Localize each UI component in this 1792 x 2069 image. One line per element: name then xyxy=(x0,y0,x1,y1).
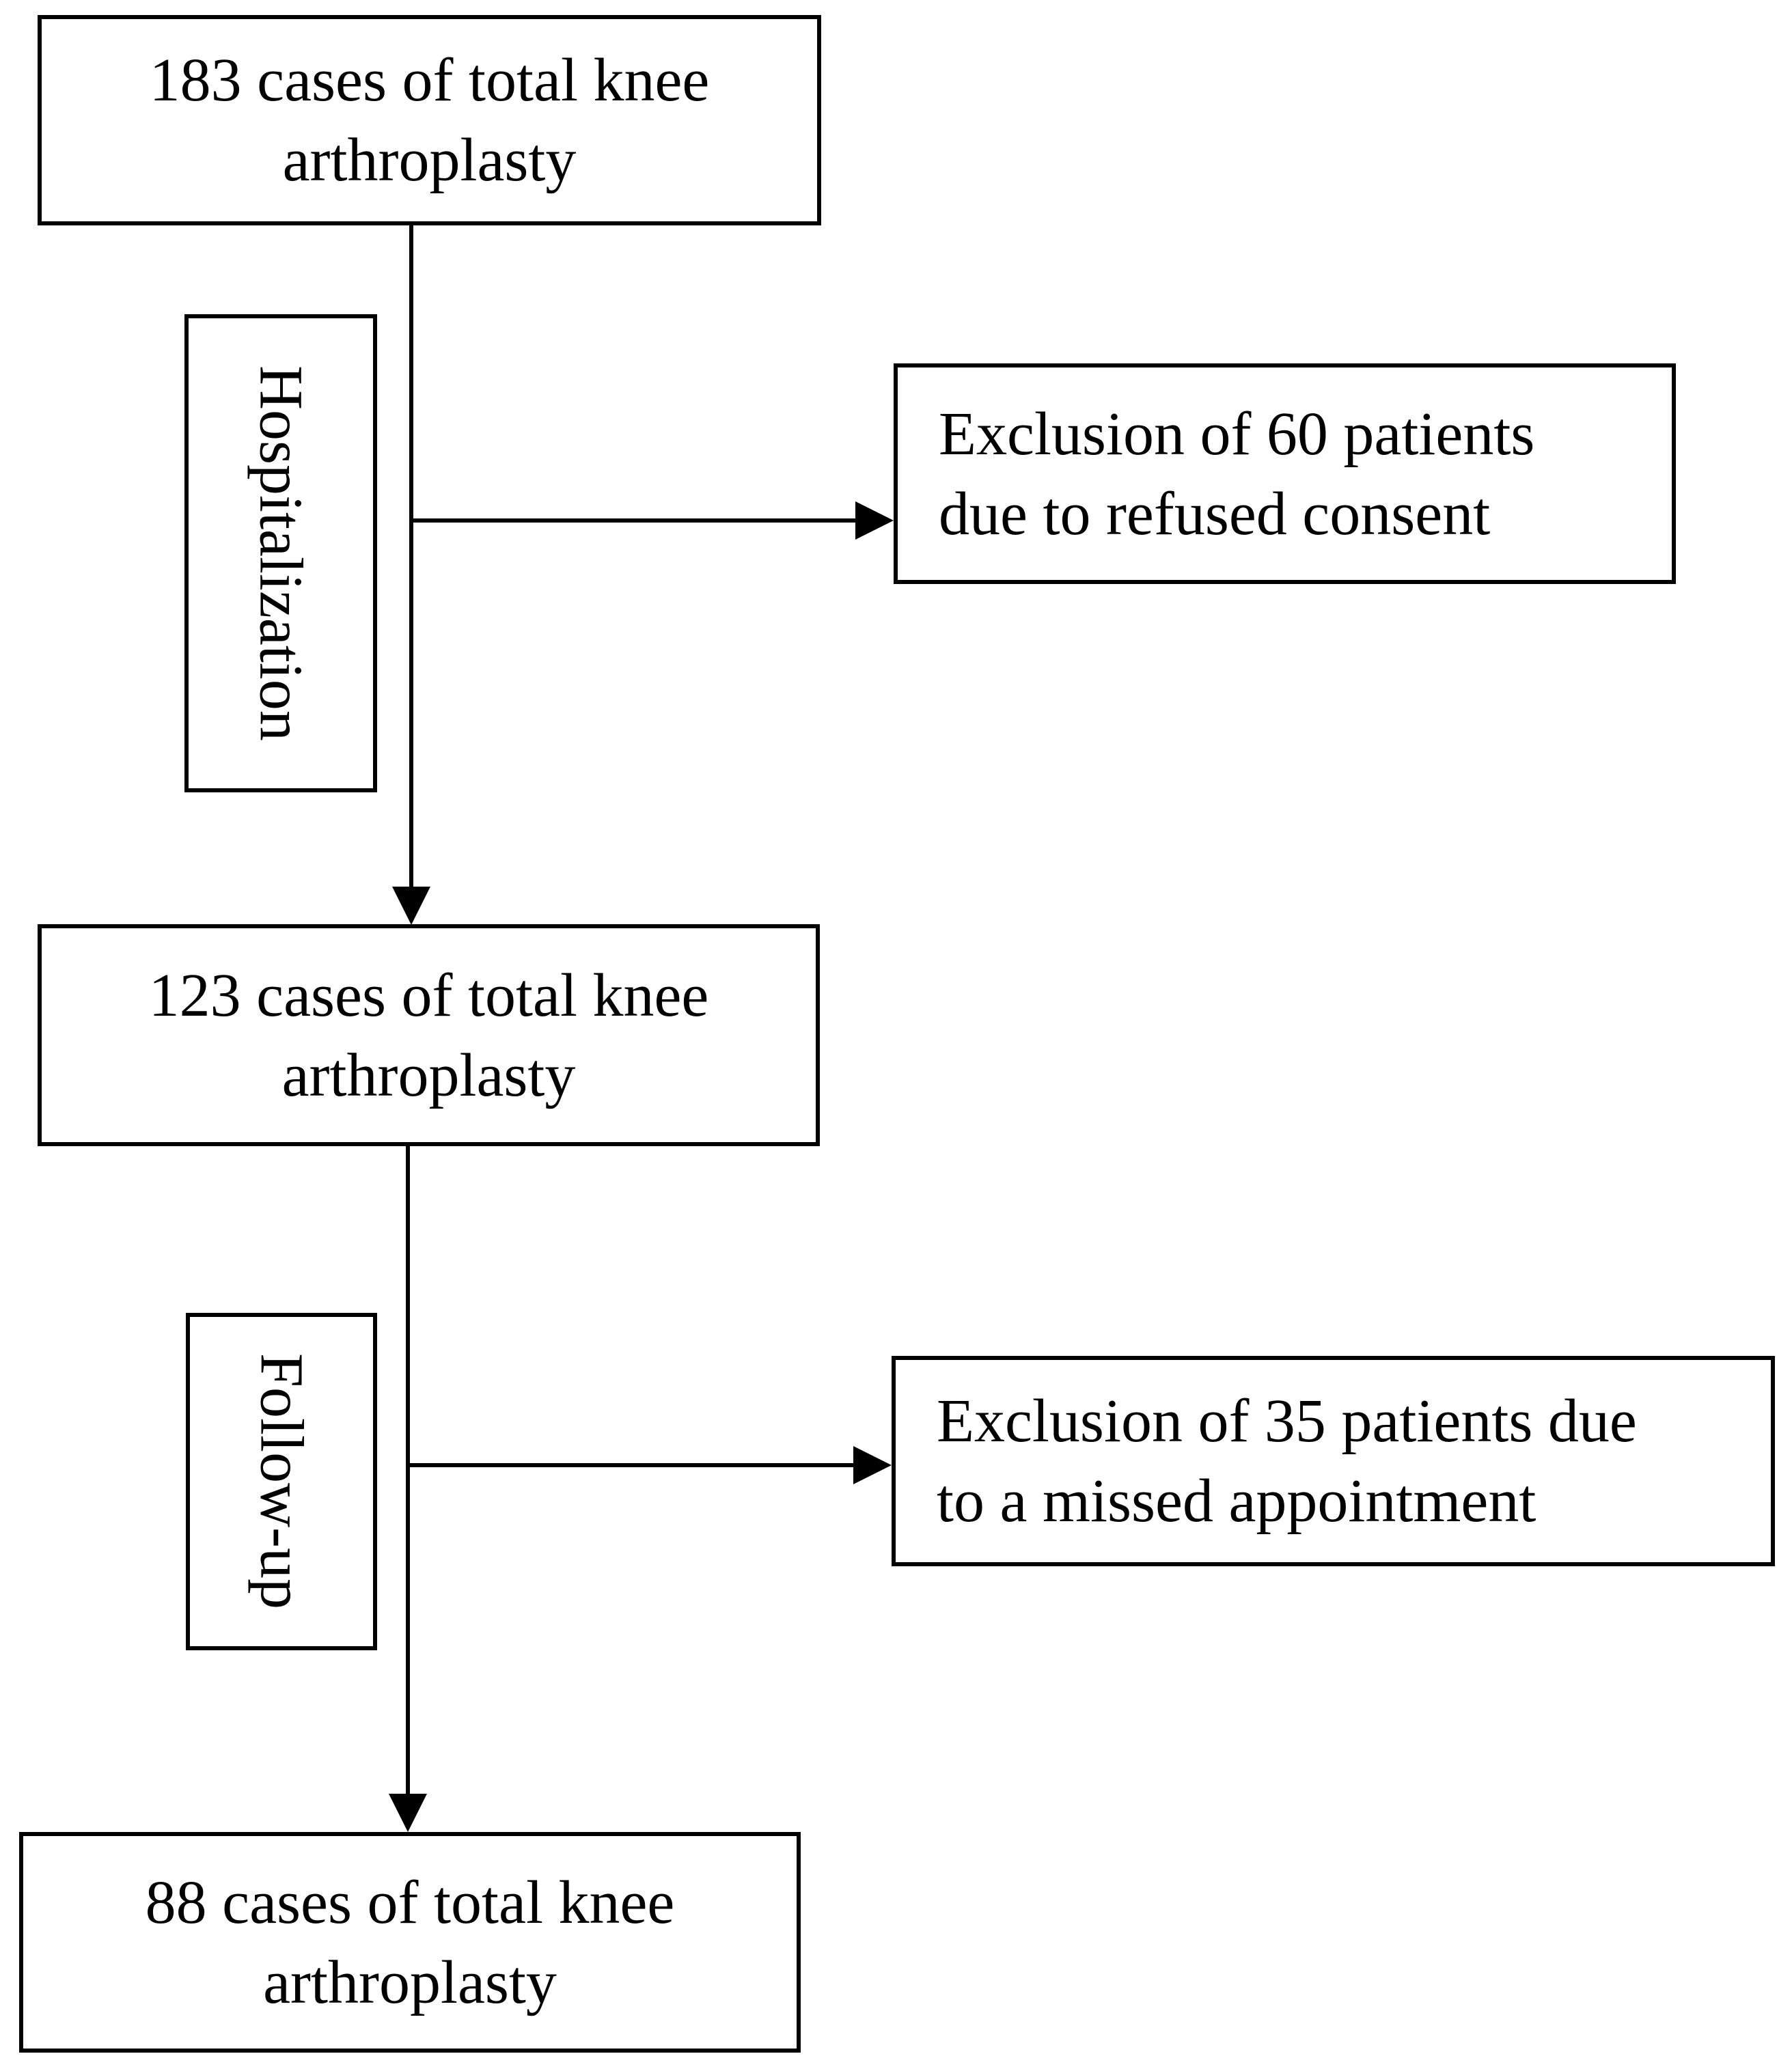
connector-horizontal-2 xyxy=(408,1463,853,1467)
exclusion-box-35-patients: Exclusion of 35 patients due to a missed… xyxy=(892,1356,1775,1566)
flow-box-183-cases: 183 cases of total knee arthroplasty xyxy=(38,15,821,225)
phase-label-follow-up-text: Follow-up xyxy=(247,1353,316,1610)
flow-box-183-line1: 183 cases of total knee xyxy=(149,46,710,114)
flow-box-88-line2: arthroplasty xyxy=(263,1948,557,2016)
exclusion-35-line1: Exclusion of 35 patients due xyxy=(937,1387,1637,1455)
flow-box-123-line2: arthroplasty xyxy=(281,1041,576,1109)
exclusion-60-line1: Exclusion of 60 patients xyxy=(939,400,1535,468)
flow-box-88-line1: 88 cases of total knee xyxy=(145,1868,675,1936)
connector-vertical-1 xyxy=(409,225,413,888)
arrowhead-down-1 xyxy=(392,887,430,925)
exclusion-60-line2: due to refused consent xyxy=(939,480,1491,548)
exclusion-box-60-patients: Exclusion of 60 patients due to refused … xyxy=(894,363,1676,584)
flow-box-88-cases: 88 cases of total knee arthroplasty xyxy=(19,1832,801,2053)
phase-label-follow-up: Follow-up xyxy=(186,1313,377,1650)
connector-horizontal-1 xyxy=(411,518,855,523)
arrowhead-right-1 xyxy=(855,501,894,540)
arrowhead-down-2 xyxy=(389,1794,427,1832)
flow-box-183-line2: arthroplasty xyxy=(282,126,577,194)
flow-box-123-line1: 123 cases of total knee xyxy=(148,961,709,1029)
arrowhead-right-2 xyxy=(853,1446,892,1484)
exclusion-35-line2: to a missed appointment xyxy=(937,1467,1536,1535)
flow-box-123-cases: 123 cases of total knee arthroplasty xyxy=(38,924,820,1146)
phase-label-hospitalization-text: Hospitalization xyxy=(247,365,315,741)
connector-vertical-2 xyxy=(406,1146,410,1795)
phase-label-hospitalization: Hospitalization xyxy=(184,314,377,792)
